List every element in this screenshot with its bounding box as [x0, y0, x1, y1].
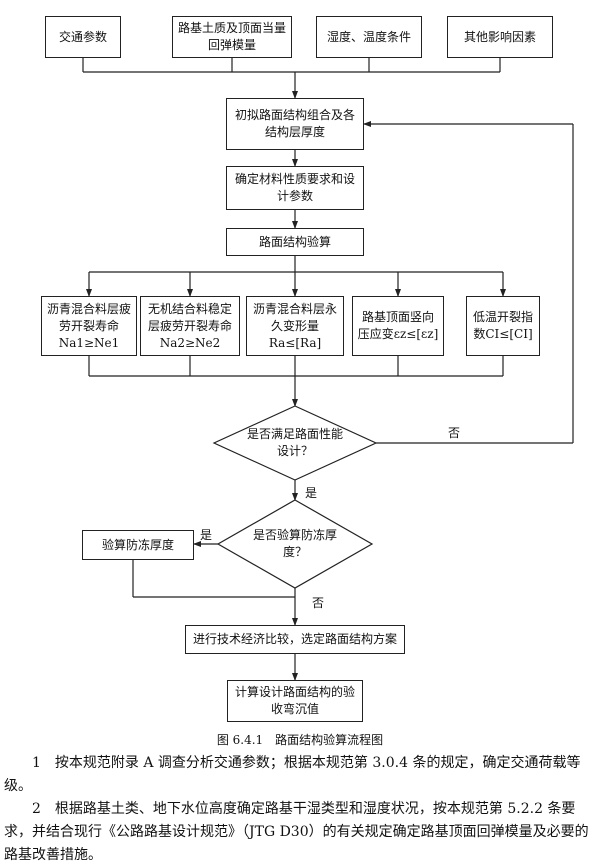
verify-box: 路面结构验算 — [226, 228, 364, 256]
final-box: 计算设计路面结构的验收弯沉值 — [227, 680, 363, 722]
frost-check-box: 验算防冻厚度 — [82, 530, 194, 560]
check-box-permanent-deformation: 沥青混合料层永久变形量Ra≤[Ra] — [246, 296, 344, 356]
input-box-subgrade: 路基土质及顶面当量回弹模量 — [172, 16, 292, 58]
compare-box: 进行技术经济比较，选定路面结构方案 — [185, 625, 405, 654]
figure-caption: 图 6.4.1 路面结构验算流程图 — [216, 733, 384, 747]
frost-check-label: 验算防冻厚度 — [101, 537, 174, 552]
decision-diamond-2 — [216, 499, 374, 589]
material-box: 确定材料性质要求和设计参数 — [226, 166, 364, 210]
decision-1-yes-label: 是 — [305, 486, 318, 500]
input-label-humidity: 湿度、温度条件 — [326, 29, 411, 44]
final-label: 计算设计路面结构的验收弯沉值 — [234, 685, 355, 716]
check-label-asphalt-fatigue: 沥青混合料层疲劳开裂寿命Na1≥Ne1 — [46, 301, 131, 350]
decision-2-text: 是否验算防冻厚度？ — [253, 528, 338, 559]
check-box-inorganic-fatigue: 无机结合料稳定层疲劳开裂寿命Na2≥Ne2 — [140, 296, 240, 356]
input-box-traffic: 交通参数 — [45, 16, 121, 58]
check-label-low-temp-cracking: 低温开裂指数CI≤[CI] — [472, 310, 533, 341]
input-box-other: 其他影响因素 — [447, 16, 553, 58]
material-label: 确定材料性质要求和设计参数 — [234, 172, 355, 203]
decision-1-text: 是否满足路面性能设计？ — [247, 427, 344, 458]
compare-label: 进行技术经济比较，选定路面结构方案 — [192, 632, 397, 646]
body-text: 1 按本规范附录 A 调查分析交通参数；根据本规范第 3.0.4 条的规定，确定… — [4, 752, 596, 867]
initial-design-label: 初拟路面结构组合及各结构层厚度 — [234, 108, 355, 139]
input-label-traffic: 交通参数 — [58, 29, 107, 44]
check-label-subgrade-strain: 路基顶面竖向压应变εz≤[εz] — [357, 310, 439, 341]
input-label-subgrade: 路基土质及顶面当量回弹模量 — [177, 21, 286, 52]
paragraph-2: 2 根据路基土类、地下水位高度确定路基干湿类型和湿度状况，按本规范第 5.2.2… — [4, 801, 589, 863]
decision-1-no-label: 否 — [448, 426, 461, 440]
verify-label: 路面结构验算 — [258, 234, 331, 249]
check-box-asphalt-fatigue: 沥青混合料层疲劳开裂寿命Na1≥Ne1 — [41, 296, 137, 356]
check-label-permanent-deformation: 沥青混合料层永久变形量Ra≤[Ra] — [252, 301, 337, 350]
decision-2-no-label: 否 — [312, 596, 325, 610]
paragraph-1: 1 按本规范附录 A 调查分析交通参数；根据本规范第 3.0.4 条的规定，确定… — [4, 755, 581, 794]
check-label-inorganic-fatigue: 无机结合料稳定层疲劳开裂寿命Na2≥Ne2 — [147, 301, 232, 350]
input-box-humidity: 湿度、温度条件 — [316, 16, 422, 58]
initial-design-box: 初拟路面结构组合及各结构层厚度 — [226, 98, 364, 150]
decision-2-yes-label: 是 — [200, 528, 213, 542]
check-box-low-temp-cracking: 低温开裂指数CI≤[CI] — [466, 296, 540, 356]
check-box-subgrade-strain: 路基顶面竖向压应变εz≤[εz] — [352, 296, 444, 356]
decision-diamond-1 — [212, 405, 378, 481]
input-label-other: 其他影响因素 — [463, 29, 536, 44]
